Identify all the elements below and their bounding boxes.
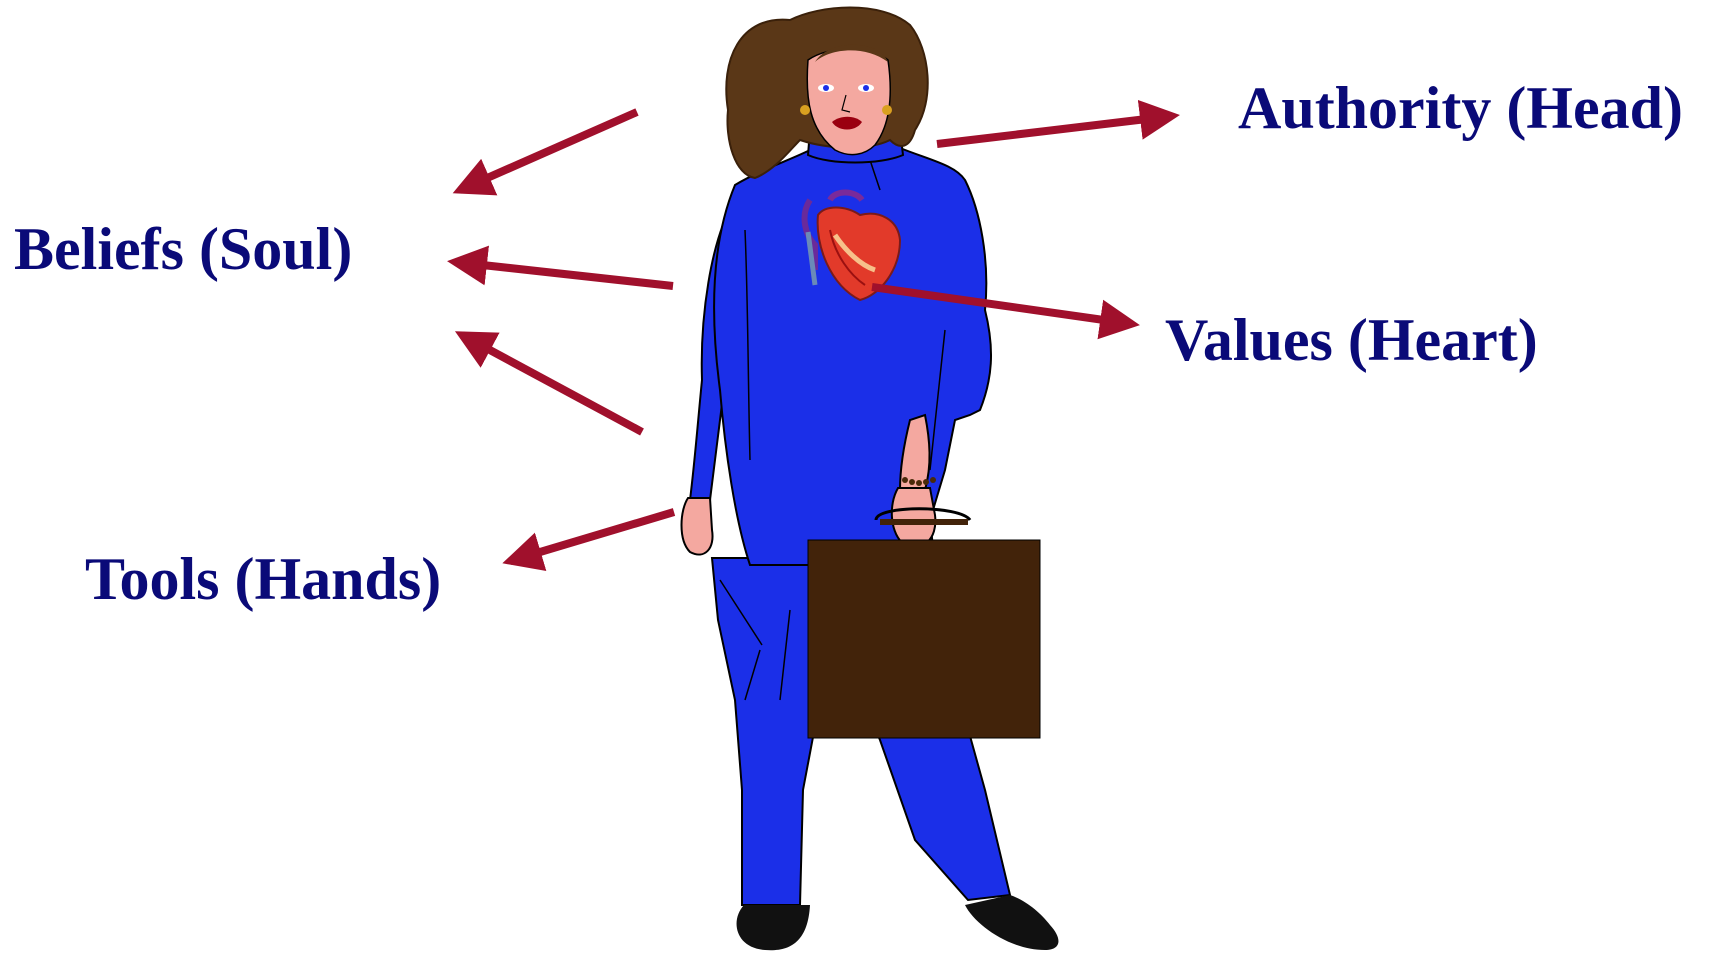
briefcase-icon (808, 509, 1040, 738)
left-hand (682, 498, 713, 555)
label-values: Values (Heart) (1165, 310, 1538, 370)
arrow-to-beliefs-middle (455, 262, 673, 286)
left-shoe (737, 905, 810, 950)
arrow-to-beliefs-upper (460, 112, 637, 190)
right-shoe (965, 895, 1058, 950)
right-hand (892, 488, 936, 547)
arrow-to-authority (937, 116, 1172, 144)
label-beliefs: Beliefs (Soul) (14, 219, 352, 279)
arrow-to-tools (510, 512, 674, 561)
arrow-to-beliefs-lower (462, 335, 642, 432)
businesswoman-icon (682, 8, 1059, 951)
label-tools: Tools (Hands) (85, 549, 441, 609)
label-authority: Authority (Head) (1238, 78, 1683, 138)
